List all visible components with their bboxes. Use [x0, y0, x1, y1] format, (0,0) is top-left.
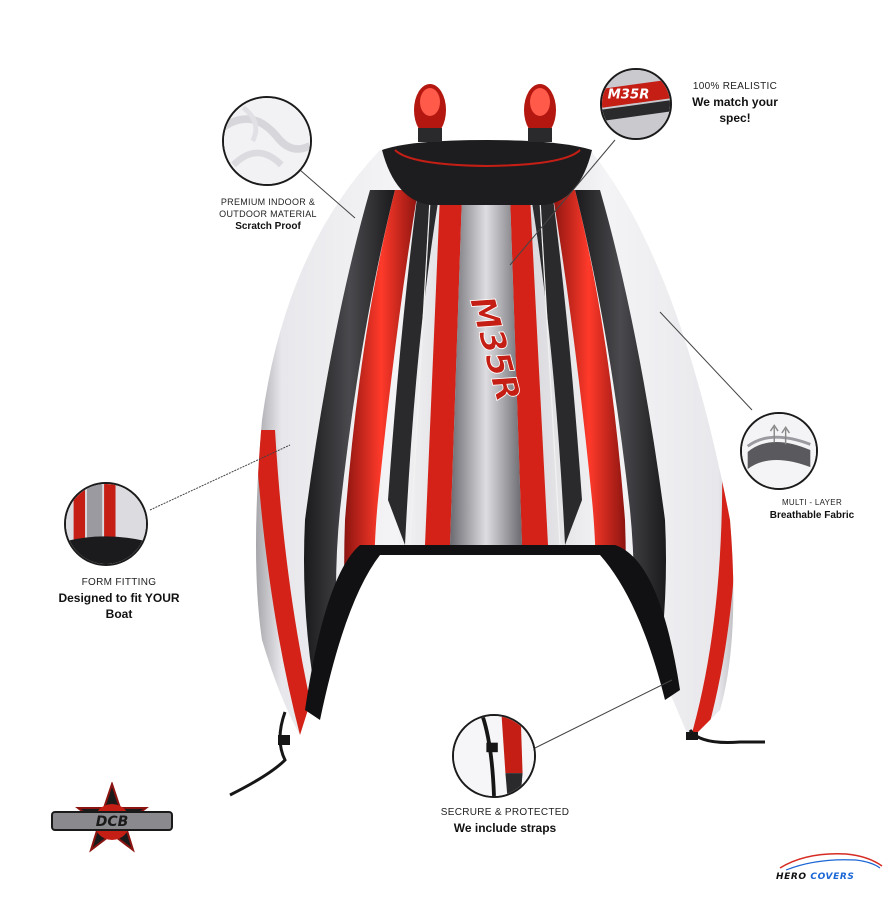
- hull-closeup-icon: [64, 482, 148, 566]
- fitting-bold-line1: Designed to fit YOUR: [58, 590, 180, 605]
- realistic-bold-line2: spec!: [719, 110, 751, 125]
- fabric-swatch-icon: [222, 96, 312, 186]
- left-engine: [414, 84, 446, 142]
- dcb-logo-text: DCB: [96, 814, 129, 830]
- material-line1: PREMIUM INDOOR &: [220, 197, 316, 207]
- right-engine: [524, 84, 556, 142]
- straps-caption: SECRURE & PROTECTED We include straps: [420, 806, 590, 836]
- fitting-caption: FORM FITTING Designed to fit YOUR Boat: [34, 576, 204, 622]
- material-bold: Scratch Proof: [235, 221, 301, 233]
- layer-bold: Breathable Fabric: [769, 509, 855, 521]
- hero-word2: COVERS: [810, 872, 855, 882]
- dcb-logo: DCB: [48, 780, 176, 860]
- hero-covers-logo: HERO COVERS: [776, 848, 886, 888]
- fitting-small: FORM FITTING: [81, 577, 157, 588]
- strap-closeup-icon: [452, 714, 536, 798]
- multilayer-fabric-icon: [740, 412, 818, 490]
- layer-caption: MULTI - LAYER Breathable Fabric: [752, 498, 872, 522]
- material-caption: PREMIUM INDOOR & OUTDOOR MATERIAL Scratc…: [208, 196, 328, 234]
- straps-bold: We include straps: [453, 820, 557, 835]
- realistic-small: 100% REALISTIC: [692, 81, 778, 92]
- svg-text:M35R: M35R: [608, 87, 650, 102]
- straps-small: SECRURE & PROTECTED: [440, 807, 570, 818]
- realistic-bold-line1: We match your: [692, 94, 778, 109]
- material-line2: OUTDOOR MATERIAL: [219, 209, 317, 220]
- layer-small: MULTI - LAYER: [781, 498, 843, 507]
- fitting-bold-line2: Boat: [105, 606, 133, 621]
- hero-word1: HERO: [776, 872, 807, 882]
- graphics-closeup-icon: M35R: [600, 68, 672, 140]
- realistic-caption: 100% REALISTIC We match your spec!: [670, 80, 800, 126]
